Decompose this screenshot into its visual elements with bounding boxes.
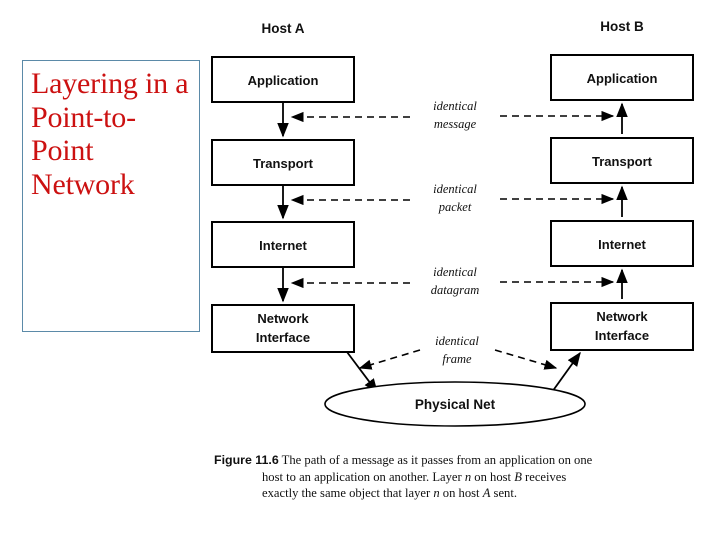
host-a-connector-netif-physical-net [346,351,378,394]
identical-datagram-label-line2: datagram [431,283,480,297]
identical-message-label-line1: identical [433,99,477,113]
host-a-layer-internet[interactable] [211,221,355,268]
page-title: Layering in a Point-to-Point Network [31,67,189,201]
host-a-label: Host A [262,21,305,36]
host-b-label: Host B [600,19,644,34]
host-b-layer-internet[interactable] [550,220,694,267]
host-a-layer-transport-label: Transport [253,156,314,171]
caption-line-3-a: exactly the same object that layer [262,486,434,501]
physical-net-label: Physical Net [415,397,496,412]
identical-packet-label-line2: packet [438,200,472,214]
host-a-layer-network-interface[interactable] [211,304,355,353]
caption-symbol-host-b: B [514,469,522,484]
host-b-layer-internet-label: Internet [598,237,646,252]
caption-line-2: host to an application on another. Layer… [262,469,698,486]
host-a-layer-internet-label: Internet [259,238,307,253]
caption-line-3: exactly the same object that layer n on … [262,485,698,502]
caption-line-2-c: receives [521,469,567,484]
caption-line-2-a: host to an application on another. Layer [262,469,465,484]
caption-line-1: The path of a message as it passes from … [281,453,593,467]
caption-symbol-n-2: n [433,486,440,501]
host-a-layer-network-interface-label: Network [257,311,309,326]
host-b-layer-network-interface-label: Network [596,309,648,324]
host-a-layer-application-label: Application [248,73,319,88]
figure-caption: Figure 11.6 The path of a message as it … [214,452,698,502]
host-b-layer-application[interactable] [550,54,694,101]
caption-symbol-host-a: A [482,486,491,501]
host-a-layer-network-interface-label2: Interface [256,330,310,345]
host-b-layer-transport-label: Transport [592,154,653,169]
host-b-layer-application-label: Application [587,71,658,86]
host-b-connector-physical-net-netif [551,351,581,393]
caption-symbol-n-1: n [464,469,472,484]
physical-net-ellipse[interactable] [324,381,586,427]
identical-frame-link-right [494,349,558,370]
identical-message-label-line2: message [434,117,477,131]
identical-frame-label-line1: identical [435,334,479,348]
caption-line-3-c: sent. [490,486,517,501]
host-a-layer-transport[interactable] [211,139,355,186]
identical-packet-label-line1: identical [433,182,477,196]
host-b-layer-network-interface[interactable] [550,302,694,351]
identical-frame-link-left [358,349,421,370]
identical-frame-label-line2: frame [442,352,472,366]
host-b-layer-network-interface-label2: Interface [595,328,649,343]
title-callout-box: Layering in a Point-to-Point Network [22,60,200,332]
identical-datagram-label-line1: identical [433,265,477,279]
host-a-layer-application[interactable] [211,56,355,103]
caption-line-3-b: on host [439,486,483,501]
figure-number: Figure 11.6 [214,453,279,467]
caption-line-2-b: on host [471,469,515,484]
host-b-layer-transport[interactable] [550,137,694,184]
